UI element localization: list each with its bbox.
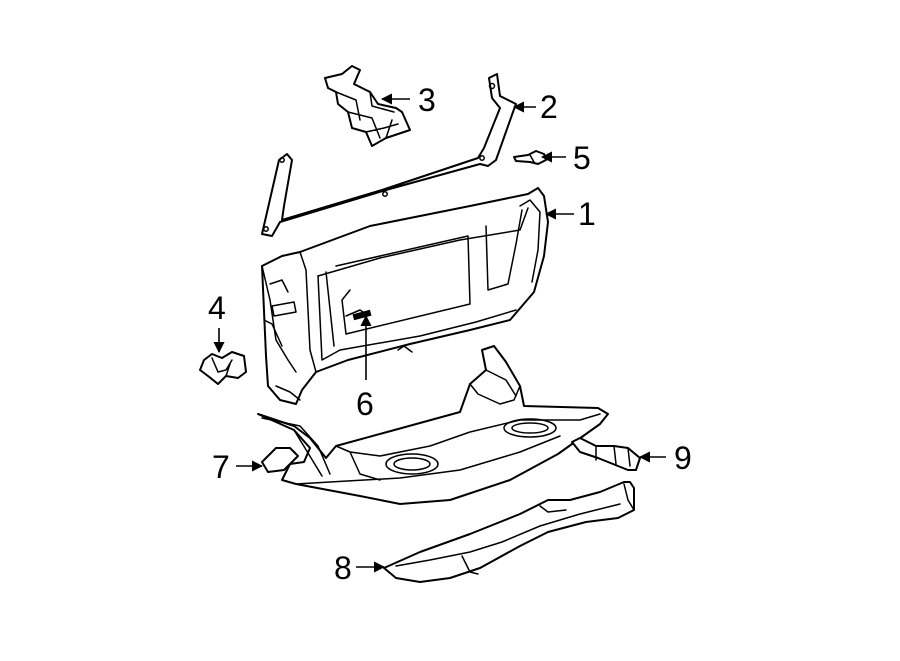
- callout-number-7: 7: [212, 449, 230, 485]
- lower-trim-panel-part: [383, 481, 635, 583]
- latch-bracket-part: [324, 65, 411, 147]
- callout-number-1: 1: [578, 196, 596, 232]
- clip-part: [513, 150, 547, 165]
- callout-labels: 1 2 3 4 5 6 7 8 9: [208, 82, 692, 586]
- callout-number-3: 3: [418, 82, 436, 118]
- glove-box-liner-part: [257, 345, 609, 505]
- lamp-switch-part: [571, 437, 641, 471]
- callout-number-8: 8: [334, 550, 352, 586]
- callout-number-6: 6: [356, 386, 374, 422]
- callout-number-2: 2: [540, 89, 558, 125]
- bumper-part: [199, 351, 247, 385]
- callout-number-5: 5: [573, 140, 591, 176]
- callout-number-4: 4: [208, 290, 226, 326]
- callout-number-9: 9: [674, 440, 692, 476]
- glove-box-door-part: [261, 187, 549, 405]
- callout-leaders: [213, 93, 666, 573]
